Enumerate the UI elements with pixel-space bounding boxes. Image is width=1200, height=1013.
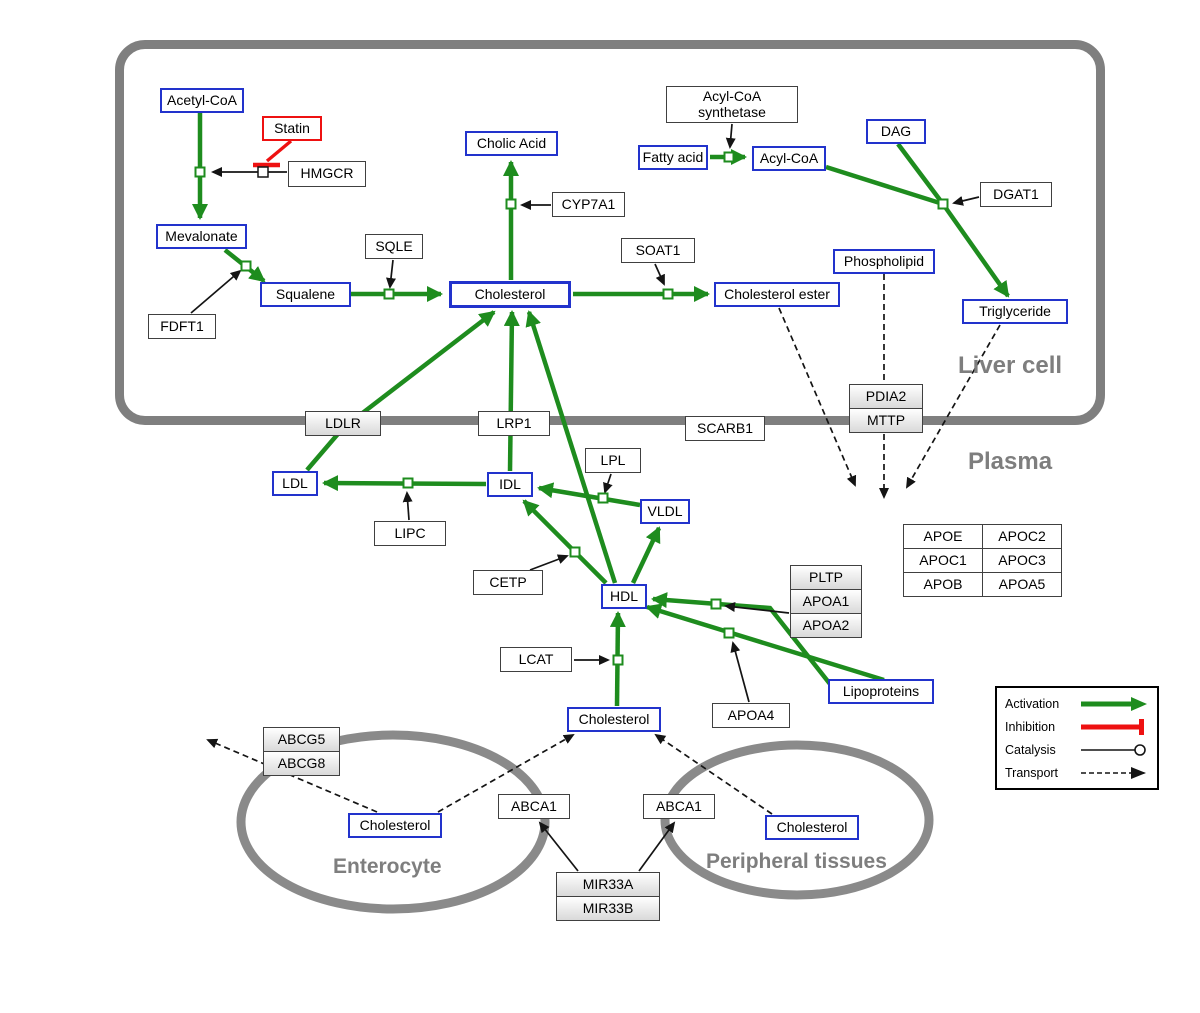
gene-apoc2[interactable]: APOC2	[982, 524, 1062, 549]
gene-apoa5[interactable]: APOA5	[982, 572, 1062, 597]
liver-cell-compartment	[115, 40, 1105, 425]
legend-label-catalysis: Catalysis	[1005, 742, 1056, 757]
gene-lipc[interactable]: LIPC	[374, 521, 446, 546]
gene-apoa1[interactable]: APOA1	[790, 589, 862, 614]
gene-fdft1[interactable]: FDFT1	[148, 314, 216, 339]
gene-cyp7a1[interactable]: CYP7A1	[552, 192, 625, 217]
node-cholesterol-ester[interactable]: Cholesterol ester	[714, 282, 840, 307]
node-cholic-acid[interactable]: Cholic Acid	[465, 131, 558, 156]
node-vldl[interactable]: VLDL	[640, 499, 690, 524]
gene-abca1-right[interactable]: ABCA1	[643, 794, 715, 819]
legend-label-transport: Transport	[1005, 765, 1059, 780]
legend-label-activation: Activation	[1005, 696, 1060, 711]
transport-edges	[206, 274, 1001, 815]
gene-pltp[interactable]: PLTP	[790, 565, 862, 590]
gene-apoc1[interactable]: APOC1	[903, 548, 983, 573]
legend-row-catalysis: Catalysis	[1005, 739, 1149, 761]
node-squalene[interactable]: Squalene	[260, 282, 351, 307]
gene-scarb1[interactable]: SCARB1	[685, 416, 765, 441]
gene-abca1-left[interactable]: ABCA1	[498, 794, 570, 819]
node-idl[interactable]: IDL	[487, 472, 533, 497]
gene-mir33b[interactable]: MIR33B	[556, 896, 660, 921]
node-mevalonate[interactable]: Mevalonate	[156, 224, 247, 249]
node-dag[interactable]: DAG	[866, 119, 926, 144]
node-lipoproteins[interactable]: Lipoproteins	[828, 679, 934, 704]
gene-abcg8[interactable]: ABCG8	[263, 751, 340, 776]
catalysis-edges	[190, 123, 980, 872]
gene-mir33a[interactable]: MIR33A	[556, 872, 660, 897]
gene-ldlr[interactable]: LDLR	[305, 411, 381, 436]
node-hdl[interactable]: HDL	[601, 584, 647, 609]
peripheral-tissues-outline	[660, 740, 934, 900]
gene-soat1[interactable]: SOAT1	[621, 238, 695, 263]
gene-abcg5[interactable]: ABCG5	[263, 727, 340, 752]
legend-row-inhibition: Inhibition	[1005, 716, 1149, 738]
catalysis-junction-node	[257, 166, 269, 178]
node-phospholipid[interactable]: Phospholipid	[833, 249, 935, 274]
reaction-nodes	[194, 151, 949, 666]
legend-label-inhibition: Inhibition	[1005, 719, 1056, 734]
gene-mttp[interactable]: MTTP	[849, 408, 923, 433]
gene-lcat[interactable]: LCAT	[500, 647, 572, 672]
node-cholesterol-enterocyte[interactable]: Cholesterol	[348, 813, 442, 838]
activation-arrow-icon	[1081, 696, 1147, 711]
enterocyte-label: Enterocyte	[333, 855, 442, 878]
gene-apoa4[interactable]: APOA4	[712, 703, 790, 728]
node-statin[interactable]: Statin	[262, 116, 322, 141]
plasma-label: Plasma	[968, 448, 1053, 475]
node-cholesterol-peripheral[interactable]: Cholesterol	[765, 815, 859, 840]
gene-lpl[interactable]: LPL	[585, 448, 641, 473]
gene-apoc3[interactable]: APOC3	[982, 548, 1062, 573]
node-acyl-coa[interactable]: Acyl-CoA	[752, 146, 826, 171]
peripheral-tissues-label: Peripheral tissues	[706, 850, 887, 873]
catalysis-circle-icon	[1081, 743, 1146, 756]
node-cholesterol-liver[interactable]: Cholesterol	[449, 281, 571, 308]
node-cholesterol-plasma[interactable]: Cholesterol	[567, 707, 661, 732]
gene-lrp1[interactable]: LRP1	[478, 411, 550, 436]
node-triglyceride[interactable]: Triglyceride	[962, 299, 1068, 324]
inhibition-tbar-icon	[1081, 718, 1144, 735]
gene-sqle[interactable]: SQLE	[365, 234, 423, 259]
legend: Activation Inhibition Catalysis Transpor…	[995, 686, 1159, 790]
transport-dashed-arrow-icon	[1081, 766, 1146, 779]
legend-row-transport: Transport	[1005, 762, 1149, 784]
gene-apob[interactable]: APOB	[903, 572, 983, 597]
node-acetyl-coa[interactable]: Acetyl-CoA	[160, 88, 244, 113]
gene-acyl-coa-synthetase[interactable]: Acyl-CoA synthetase	[666, 86, 798, 123]
gene-dgat1[interactable]: DGAT1	[980, 182, 1052, 207]
gene-cetp[interactable]: CETP	[473, 570, 543, 595]
node-ldl[interactable]: LDL	[272, 471, 318, 496]
gene-apoe[interactable]: APOE	[903, 524, 983, 549]
legend-row-activation: Activation	[1005, 693, 1149, 715]
gene-hmgcr[interactable]: HMGCR	[288, 161, 366, 187]
inhibition-edge	[253, 139, 293, 168]
gene-apoa2[interactable]: APOA2	[790, 613, 862, 638]
gene-pdia2[interactable]: PDIA2	[849, 384, 923, 409]
node-fatty-acid[interactable]: Fatty acid	[638, 145, 708, 170]
liver-cell-label: Liver cell	[958, 352, 1063, 379]
